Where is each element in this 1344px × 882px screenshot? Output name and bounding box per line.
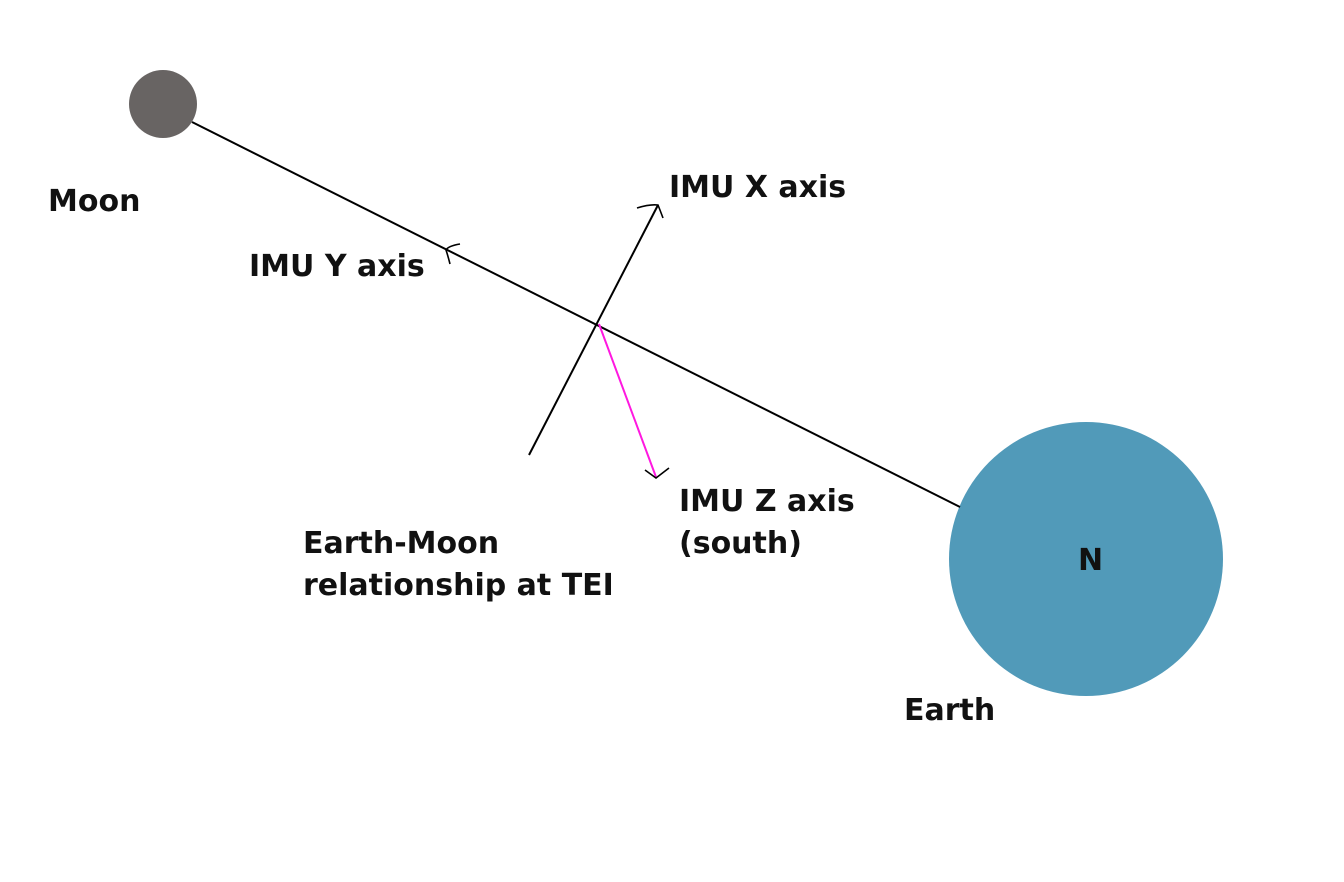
moon-label: Moon — [48, 184, 141, 219]
imu-x-arrowhead — [636, 204, 664, 219]
imu-z-axis-line — [598, 323, 657, 478]
earth-label: Earth — [904, 693, 996, 728]
imu-x-axis-label: IMU X axis — [669, 170, 847, 205]
imu-z-axis-label-line2: (south) — [679, 526, 802, 561]
earth-moon-line — [191, 121, 961, 508]
earth-north-label: N — [1078, 543, 1104, 578]
imu-y-arrowhead — [445, 243, 461, 265]
imu-x-axis-line — [528, 204, 659, 456]
imu-z-axis-label-line1: IMU Z axis — [679, 484, 855, 519]
imu-z-axis-label: IMU Z axis (south) — [679, 481, 855, 565]
earth-body — [949, 422, 1223, 696]
caption-line2: relationship at TEI — [303, 568, 614, 603]
imu-y-axis-label: IMU Y axis — [249, 249, 425, 284]
caption-line1: Earth-Moon — [303, 526, 500, 561]
moon-body — [129, 70, 197, 138]
diagram-caption: Earth-Moon relationship at TEI — [303, 523, 614, 607]
imu-z-arrowhead — [644, 467, 670, 479]
